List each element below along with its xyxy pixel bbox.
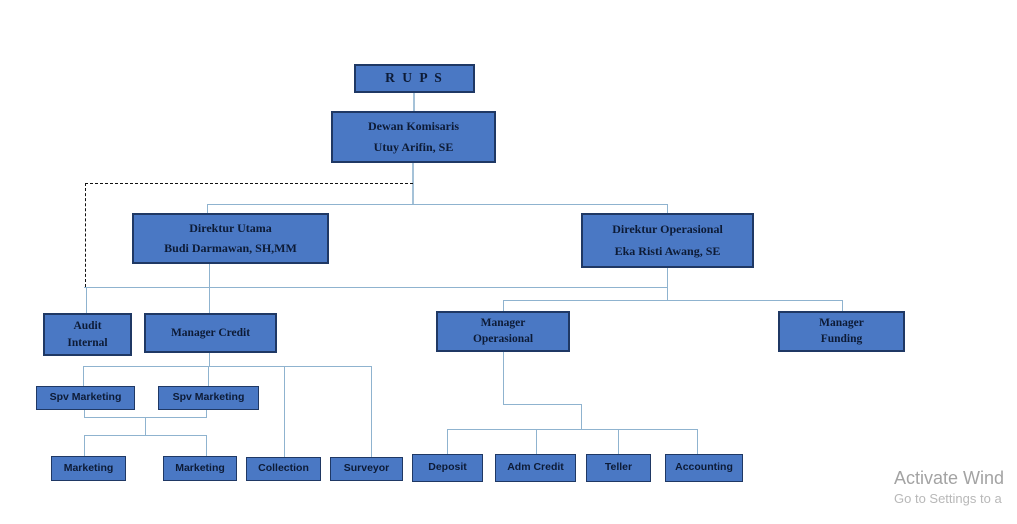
connector-line <box>83 366 84 386</box>
org-box-spv-marketing-2: Spv Marketing <box>158 386 259 410</box>
connector-line <box>206 435 207 456</box>
connector-line <box>842 300 843 311</box>
box-title: Funding <box>820 333 863 346</box>
connector-line <box>447 429 698 430</box>
box-label: Teller <box>604 461 633 474</box>
box-label: Marketing <box>175 461 225 474</box>
connector-line <box>503 404 582 405</box>
connector-line <box>667 268 668 300</box>
connector-line <box>209 353 210 366</box>
box-title: Manager <box>480 316 526 329</box>
connector-line <box>412 163 414 204</box>
connector-line <box>413 93 415 112</box>
org-box-adm-credit: Adm Credit <box>495 454 576 482</box>
connector-line <box>84 410 85 418</box>
org-box-manager-funding: Manager Funding <box>778 311 905 352</box>
org-box-manager-operasional: Manager Operasional <box>436 311 570 352</box>
connector-line <box>207 204 208 214</box>
org-box-collection: Collection <box>246 457 321 481</box>
org-box-surveyor: Surveyor <box>330 457 403 481</box>
org-box-deposit: Deposit <box>412 454 483 482</box>
org-box-direktur-utama: Direktur Utama Budi Darmawan, SH,MM <box>132 213 329 264</box>
org-box-marketing-1: Marketing <box>51 456 126 481</box>
connector-line <box>84 435 207 436</box>
box-title: Direktur Utama <box>189 220 272 235</box>
connector-line <box>83 366 371 367</box>
org-box-spv-marketing-1: Spv Marketing <box>36 386 135 410</box>
connector-line <box>84 287 667 288</box>
connector-line <box>208 366 209 386</box>
box-title: Direktur Operasional <box>612 222 723 237</box>
box-title: Manager <box>819 316 864 329</box>
connector-line <box>503 300 843 301</box>
org-box-direktur-operasional: Direktur Operasional Eka Risti Awang, SE <box>581 213 754 268</box>
box-label: Spv Marketing <box>172 391 245 404</box>
connector-line <box>581 404 582 429</box>
connector-line <box>536 429 537 454</box>
box-person-name: Utuy Arifin, SE <box>373 139 454 154</box>
box-title: Dewan Komisaris <box>368 119 459 134</box>
connector-line <box>667 204 668 214</box>
windows-activation-watermark: Activate Wind Go to Settings to a <box>894 467 1004 507</box>
watermark-subtitle: Go to Settings to a <box>894 491 1002 506</box>
box-title: Manager Credit <box>170 326 251 339</box>
connector-line <box>503 300 504 311</box>
org-box-manager-credit: Manager Credit <box>144 313 277 353</box>
box-person-name: Budi Darmawan, SH,MM <box>164 240 297 255</box>
box-label: Spv Marketing <box>49 391 122 404</box>
org-box-accounting: Accounting <box>665 454 743 482</box>
box-label: Deposit <box>428 461 467 474</box>
box-label: Adm Credit <box>507 461 564 474</box>
connector-line <box>209 264 210 313</box>
connector-line <box>618 429 619 454</box>
dashed-connector-line <box>85 183 86 287</box>
org-box-audit-internal: Audit Internal <box>43 313 132 356</box>
connector-line <box>503 352 504 405</box>
box-label: Marketing <box>63 461 114 474</box>
box-person-name: Eka Risti Awang, SE <box>614 243 721 258</box>
connector-line <box>145 417 146 435</box>
box-label: Collection <box>258 462 309 475</box>
org-box-dewan-komisaris: Dewan Komisaris Utuy Arifin, SE <box>331 111 496 163</box>
connector-line <box>697 429 698 454</box>
box-title: Internal <box>67 336 108 349</box>
org-box-rups: R U P S <box>354 64 475 93</box>
box-label: Surveyor <box>343 462 390 475</box>
connector-line <box>206 410 207 418</box>
connector-line <box>84 435 85 456</box>
dashed-connector-line <box>85 183 413 184</box>
connector-line <box>284 366 285 457</box>
watermark-title: Activate Wind <box>894 468 1005 488</box>
connector-line <box>86 287 87 313</box>
box-title: Audit <box>73 319 102 332</box>
connector-line <box>207 204 667 205</box>
connector-line <box>447 429 448 454</box>
org-box-marketing-2: Marketing <box>163 456 237 481</box>
box-label: R U P S <box>385 70 444 86</box>
box-title: Operasional <box>472 333 534 346</box>
org-box-teller: Teller <box>586 454 651 482</box>
connector-line <box>371 366 372 457</box>
box-label: Accounting <box>675 461 733 474</box>
